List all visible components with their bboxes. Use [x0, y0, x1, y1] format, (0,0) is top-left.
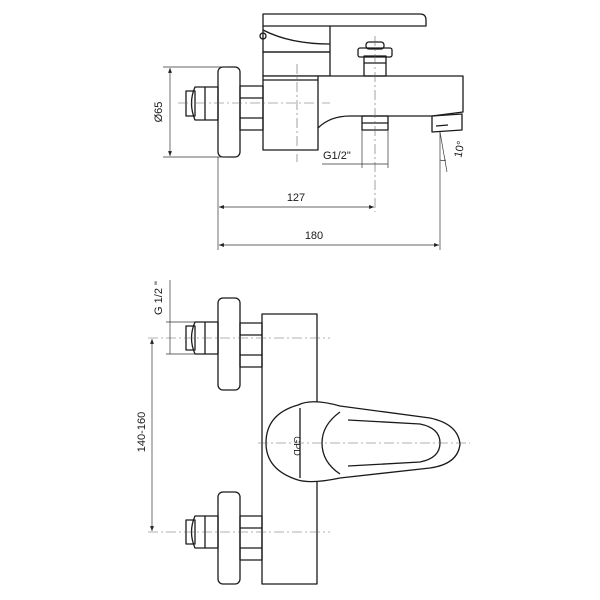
front-lever-handle: GPD	[265, 401, 461, 483]
dimension-spacing-label: 140-160	[136, 412, 148, 452]
dimension-angle-label: 10°	[452, 140, 467, 159]
dimension-127: 127	[217, 157, 374, 250]
dimension-127-label: 127	[287, 192, 305, 204]
side-hex-connector	[185, 86, 219, 121]
dimension-spacing: 140-160	[136, 339, 154, 531]
dimension-angle: 10°	[439, 131, 468, 173]
dimension-diameter-label: Ø65	[153, 102, 165, 123]
dimension-inlet-thread-label: G 1/2 "	[153, 281, 165, 315]
side-wall-flange	[217, 66, 241, 158]
front-view: GPD G	[136, 280, 470, 585]
front-lower-flange	[185, 491, 263, 585]
side-lever-handle	[259, 13, 427, 53]
brand-mark: GPD	[292, 436, 302, 456]
dimension-diameter: Ø65	[153, 66, 228, 158]
side-mixer-body	[262, 51, 464, 151]
side-spout-aerator	[431, 113, 463, 133]
dimension-180-label: 180	[305, 230, 323, 242]
dimension-outlet-thread: G1/2"	[322, 130, 389, 168]
side-view: Ø65 G1/2" 10° 127 180	[153, 13, 468, 250]
front-upper-flange	[185, 297, 263, 391]
dimension-outlet-thread-label: G1/2"	[323, 150, 351, 162]
side-connector-pipe	[239, 85, 264, 131]
dimension-180: 180	[219, 172, 441, 250]
dimension-inlet-thread: G 1/2 "	[153, 280, 195, 355]
